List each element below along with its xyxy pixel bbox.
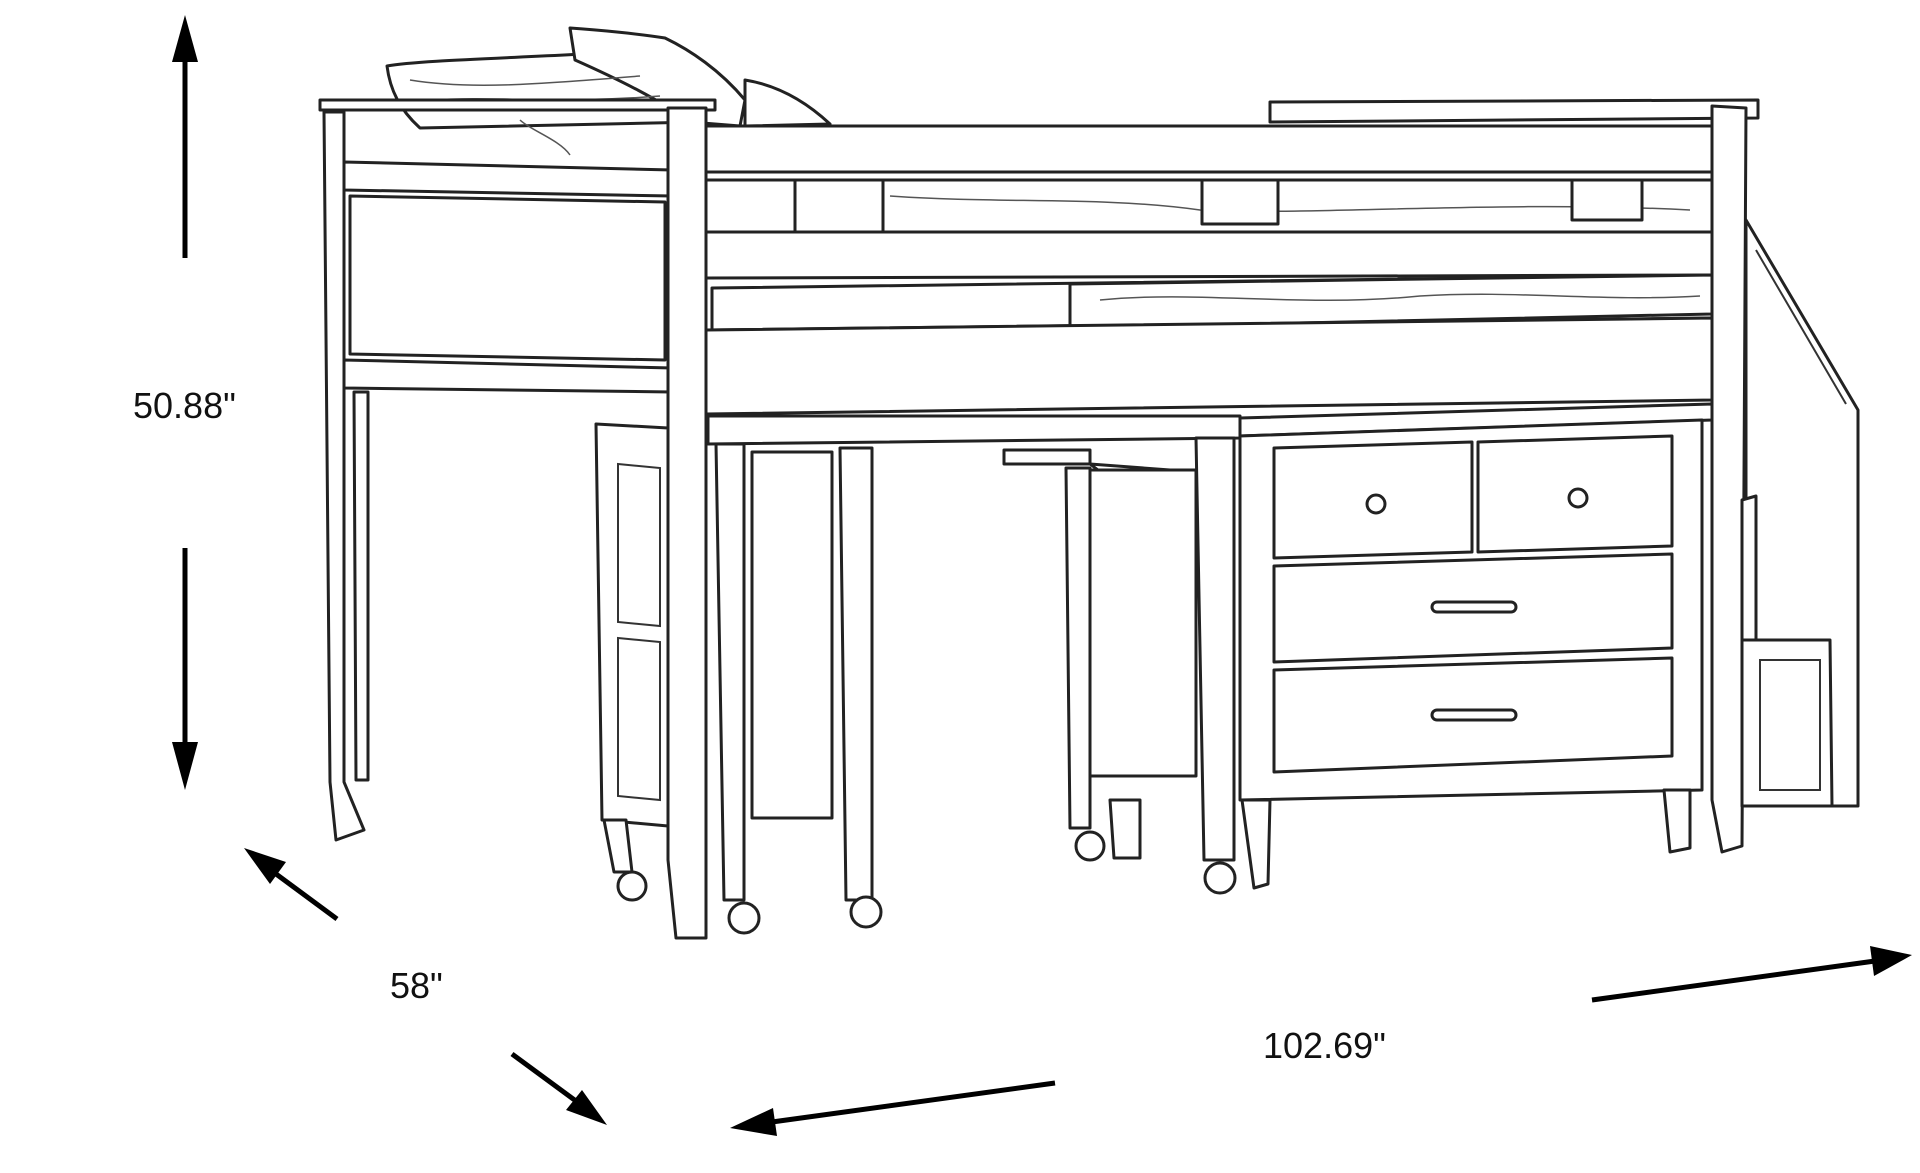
- top-guard-rail: [704, 98, 1760, 234]
- dresser: [1238, 402, 1714, 890]
- front-left-post: [666, 106, 708, 940]
- depth-dimension-arrow: [244, 848, 607, 1125]
- left-headboard: [318, 98, 717, 842]
- height-label: 50.88": [133, 385, 236, 426]
- left-rolling-cart: [594, 422, 670, 902]
- width-label: 102.69": [1263, 1025, 1386, 1066]
- stair-unit: [1740, 218, 1860, 808]
- pillows: [385, 26, 832, 130]
- right-end-post: [1710, 104, 1748, 854]
- depth-label: 58": [390, 965, 443, 1006]
- desk: [706, 414, 1242, 935]
- height-dimension-arrow: [172, 15, 198, 790]
- bed-side-rail: [704, 230, 1714, 416]
- width-dimension-arrow: [730, 946, 1912, 1136]
- middle-rolling-cart: [1064, 466, 1198, 862]
- loft-bed: [318, 26, 1860, 940]
